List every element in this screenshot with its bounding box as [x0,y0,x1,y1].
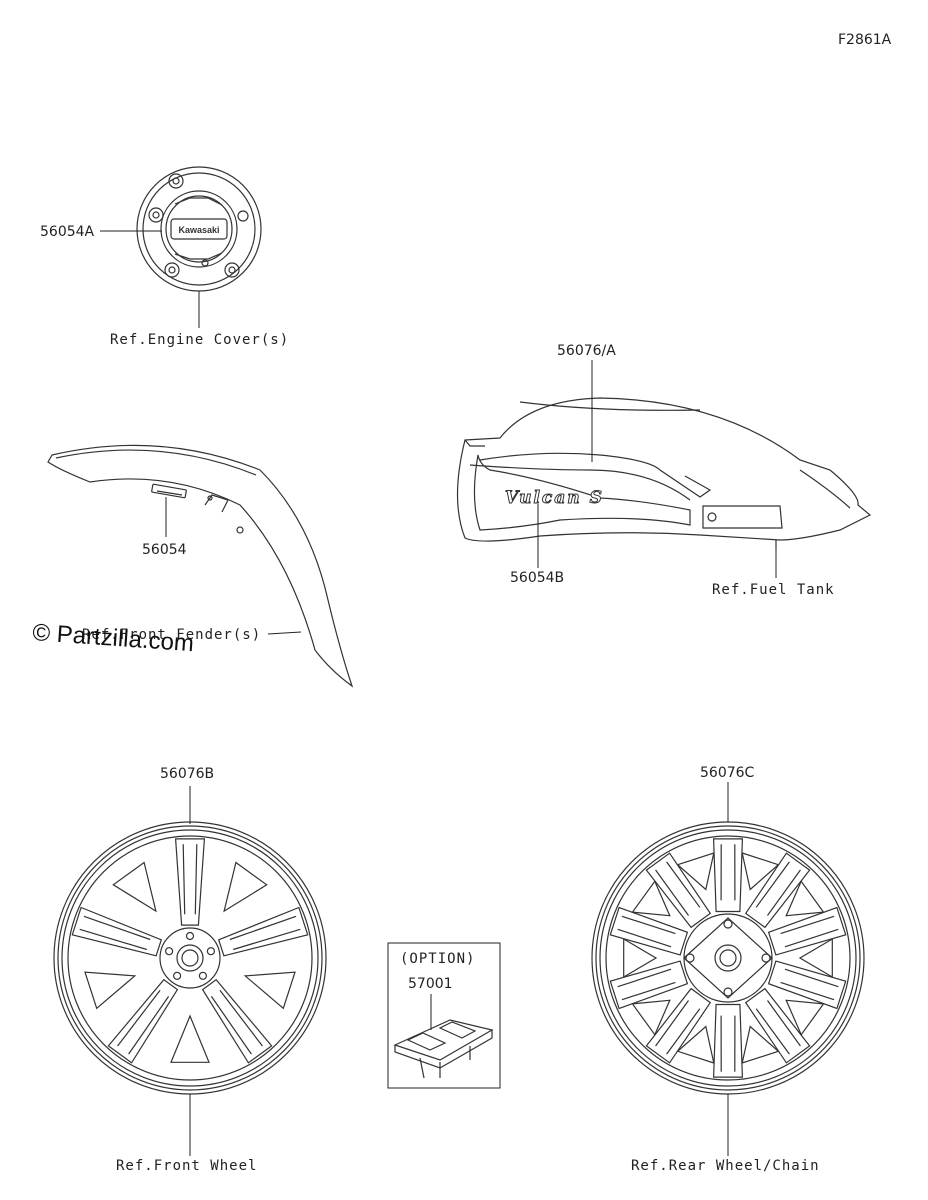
part-56054B-label: 56054B [510,570,564,586]
partzilla-watermark: © Partzilla.com [32,619,195,657]
ref-rear-wheel-label: Ref.Rear Wheel/Chain [631,1158,820,1174]
part-57001-drawing [393,1019,494,1079]
ref-engine-cover-label: Ref.Engine Cover(s) [110,332,289,348]
part-56076B-label: 56076B [160,766,214,782]
ref-fuel-tank-label: Ref.Fuel Tank [712,582,835,598]
kawasaki-logo-text: Kawasaki [178,225,219,235]
fuel-tank-drawing [456,397,872,548]
front-wheel-drawing [53,821,327,1095]
rear-wheel-drawing [591,821,865,1095]
ref-front-wheel-label: Ref.Front Wheel [116,1158,257,1174]
part-56054-label: 56054 [142,542,187,558]
engine-cover-drawing [136,166,262,292]
option-label: (OPTION) [400,951,475,967]
figure-code: F2861A [838,32,892,48]
option-box [387,942,501,1089]
part-57001-label: 57001 [408,976,453,992]
vulcan-s-logo-text: Vulcan S [505,488,604,508]
ref-front-fender-label: Ref.Front Fender(s) [82,627,261,643]
front-fender-drawing [47,444,354,688]
part-56076C-label: 56076C [700,765,755,781]
part-56076A-label: 56076/A [557,343,616,359]
part-56054A-label: 56054A [40,224,95,240]
